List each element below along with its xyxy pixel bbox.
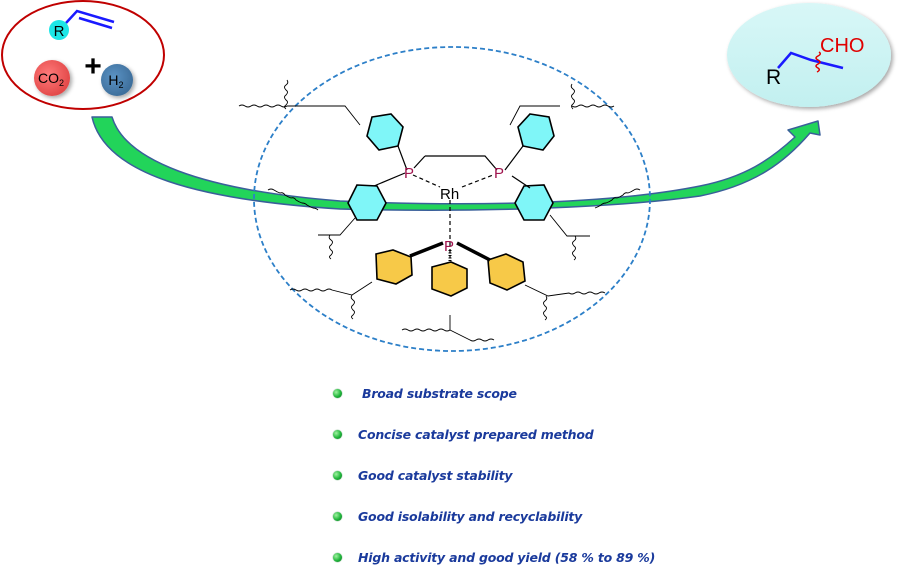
catalyst-boundary — [253, 46, 651, 352]
substrate-circle — [49, 20, 69, 40]
phosphorus-label-bottom: P — [444, 238, 454, 255]
phosphorus-label-left: P — [404, 165, 414, 182]
feature-item: Broad substrate scope — [330, 373, 655, 414]
feature-list: Broad substrate scope Concise catalyst p… — [330, 373, 655, 578]
alkene-substrate: R — [49, 9, 115, 40]
feature-text: Concise catalyst prepared method — [358, 427, 594, 442]
co2-label: CO2 — [38, 70, 64, 88]
reactants-group: R + CO2 H2 — [1, 0, 165, 110]
aryl-ring — [517, 113, 555, 151]
h2-label: H2 — [108, 72, 123, 90]
aryl-ring — [366, 113, 404, 151]
polymer-backbone — [238, 79, 641, 342]
phosphorus-label-right: P — [494, 165, 504, 182]
aryl-ring — [487, 253, 526, 291]
feature-item: Good catalyst stability — [330, 455, 655, 496]
reaction-diagram: R + CO2 H2 R CHO — [1, 0, 891, 352]
reaction-arrow — [91, 116, 821, 211]
aryl-ring — [514, 184, 554, 221]
co2-molecule — [34, 60, 70, 96]
aryl-ring — [375, 249, 413, 285]
feature-text: Broad substrate scope — [362, 386, 517, 401]
product-r-label: R — [766, 66, 781, 89]
product-ellipse — [727, 3, 891, 107]
green-bullet-icon — [333, 471, 342, 480]
aryl-ring — [431, 261, 468, 297]
product-group: R CHO — [727, 3, 891, 107]
aldehyde-label: CHO — [820, 35, 864, 57]
wavy-bond-icon — [815, 51, 822, 73]
h2-molecule — [101, 64, 133, 96]
reactants-ellipse — [1, 0, 165, 110]
feature-item: Concise catalyst prepared method — [330, 414, 655, 455]
plus-sign: + — [84, 50, 102, 83]
green-bullet-icon — [333, 389, 342, 398]
aryl-ring — [347, 184, 387, 221]
green-bullet-icon — [333, 512, 342, 521]
rhodium-label: Rh — [440, 186, 459, 203]
yellow-aryl-rings — [375, 249, 526, 297]
feature-text: Good isolability and recyclability — [358, 509, 583, 524]
feature-item: Good isolability and recyclability — [330, 496, 655, 537]
rh-catalyst-structure — [238, 79, 641, 342]
product-chain — [777, 51, 844, 70]
green-bullet-icon — [333, 430, 342, 439]
feature-text: Good catalyst stability — [358, 468, 513, 483]
substrate-label: R — [54, 23, 65, 40]
